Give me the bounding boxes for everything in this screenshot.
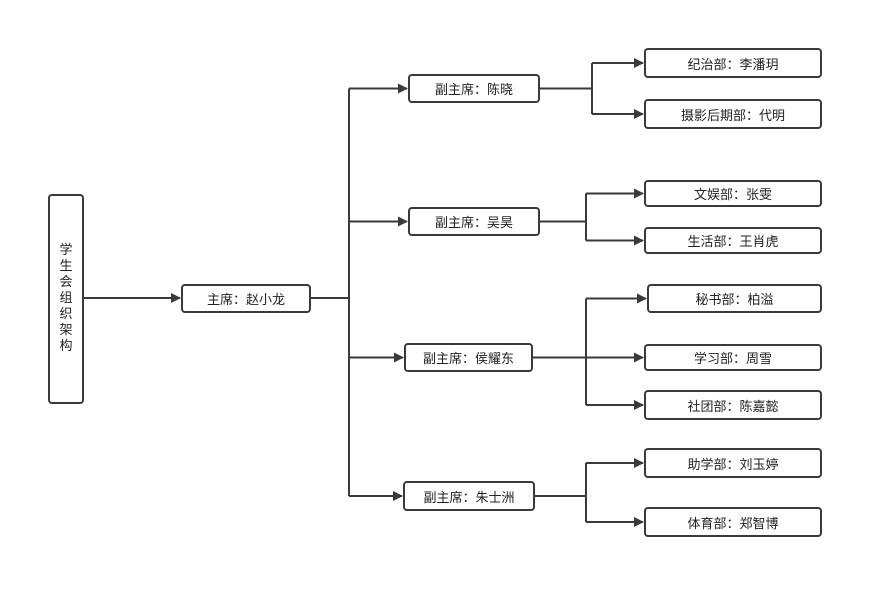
- department-node: 文娱部：张雯: [644, 180, 822, 207]
- department-node: 摄影后期部：代明: [644, 99, 822, 129]
- root-label-char: 构: [59, 339, 73, 354]
- vice-chair-node: 副主席：朱士洲: [403, 481, 535, 511]
- department-node: 助学部：刘玉婷: [644, 448, 822, 478]
- root-label-char: 会: [59, 275, 73, 290]
- department-node: 社团部：陈嘉懿: [644, 390, 822, 420]
- root-label-char: 架: [59, 323, 73, 338]
- root-label-char: 组: [59, 291, 73, 306]
- root-label-char: 生: [59, 259, 73, 274]
- root-node: 学生会组织架构: [48, 194, 84, 404]
- department-node: 体育部：郑智博: [644, 507, 822, 537]
- department-node: 秘书部：柏溢: [647, 284, 822, 313]
- department-node: 学习部：周雪: [644, 344, 822, 371]
- chairman-node: 主席：赵小龙: [181, 284, 311, 313]
- department-node: 纪治部：李潘玥: [644, 48, 822, 78]
- root-label-char: 织: [59, 307, 73, 322]
- department-node: 生活部：王肖虎: [644, 227, 822, 254]
- vice-chair-node: 副主席：陈晓: [408, 74, 540, 103]
- vice-chair-node: 副主席：吴昊: [408, 207, 540, 236]
- vice-chair-node: 副主席：侯耀东: [404, 343, 533, 372]
- root-label-char: 学: [59, 243, 73, 258]
